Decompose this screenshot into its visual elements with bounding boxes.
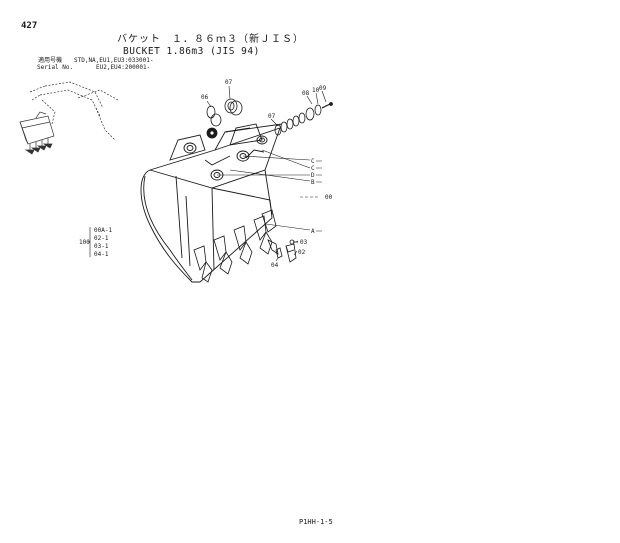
callout-07-right: 07 (268, 113, 276, 120)
callout-dashes (316, 160, 322, 232)
callout-c-upper: C (311, 158, 315, 165)
callout-c-lower: C (311, 165, 315, 172)
legend-group-number: 100 (79, 239, 90, 246)
excavator-thumbnail (19, 81, 119, 155)
serial-range-line1: STD,NA,EU1,EU3:033001- (74, 57, 154, 64)
serial-label-japanese: 適用号機 (38, 57, 63, 64)
assembly-legend: 100 00A-1 02-1 03-1 04-1 (79, 227, 112, 258)
bucket-body (140, 123, 283, 283)
callout-00: 00 (325, 194, 333, 201)
page-number: 427 (21, 21, 38, 31)
page-title-english: BUCKET 1.86m3 (JIS 94) (123, 46, 260, 57)
footer-page-code: P1HH-1-5 (299, 518, 333, 526)
bucket-teeth (193, 209, 298, 283)
callout-08: 08 (302, 90, 310, 97)
callout-07-top: 07 (225, 79, 233, 86)
callout-labels: 07 06 07 08 10 09 C C D B 00 A 03 02 04 (201, 79, 333, 269)
callout-09: 09 (319, 85, 327, 92)
callout-b: B (311, 179, 315, 186)
legend-item: 02-1 (94, 235, 109, 242)
callout-06: 06 (201, 94, 209, 101)
callout-03: 03 (300, 239, 308, 246)
callout-02: 02 (298, 249, 306, 256)
callout-a: A (311, 228, 315, 235)
legend-item: 03-1 (94, 243, 109, 250)
leader-lines (206, 85, 327, 262)
serial-range-line2: EU2,EU4:200001- (96, 64, 151, 71)
callout-04: 04 (271, 262, 279, 269)
callout-10: 10 (312, 87, 320, 94)
legend-item: 04-1 (94, 251, 109, 258)
legend-item: 00A-1 (94, 227, 112, 234)
right-washer-stack (274, 102, 333, 136)
callout-d: D (311, 172, 315, 179)
page-title-japanese: バケット １．８６ｍ３（新ＪＩＳ） (117, 34, 304, 45)
upper-washer-set (206, 98, 243, 139)
serial-label-english: Serial No. (37, 64, 74, 71)
